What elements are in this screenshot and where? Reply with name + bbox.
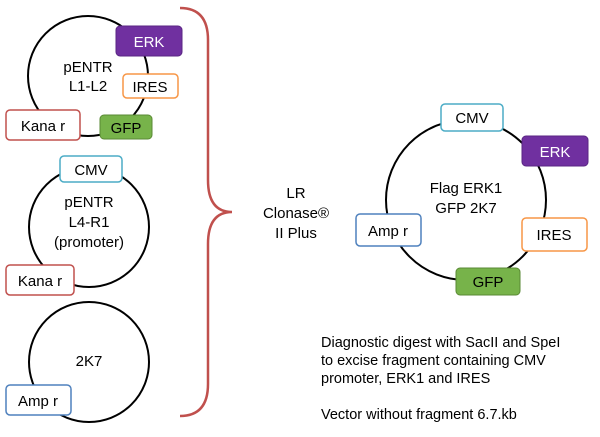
plasmid-name: 2K7 [76, 353, 103, 370]
erk-box [521, 135, 589, 167]
ires-box [521, 217, 588, 252]
plasmid-name-note: (promoter) [54, 234, 124, 251]
kana-box [5, 264, 75, 296]
plasmid-pentr-l4-r1: pENTR L4-R1 (promoter) CMV Kana r [5, 155, 150, 296]
grouping-brace [179, 6, 233, 418]
ires-label: IRES [132, 79, 167, 96]
digest-notes: Diagnostic digest with SacII and SpeI to… [321, 334, 596, 424]
erk-element: ERK [115, 25, 183, 57]
plasmid-name: pENTR [64, 194, 113, 211]
gfp-element: GFP [99, 114, 153, 140]
notes-line: Diagnostic digest with SacII and SpeI [321, 335, 561, 351]
amp-box [355, 213, 422, 247]
cmv-element: CMV [440, 103, 504, 132]
notes-spacer [321, 388, 596, 406]
amp-label: Amp r [18, 393, 58, 410]
gfp-box [99, 114, 153, 140]
erk-label: ERK [134, 34, 165, 51]
erk-box [115, 25, 183, 57]
ires-box [122, 73, 179, 99]
plasmid-name-sub: GFP 2K7 [435, 200, 496, 217]
reaction-line: LR [286, 185, 305, 202]
reaction-line: II Plus [275, 225, 317, 242]
cmv-box [440, 103, 504, 132]
amp-box [5, 384, 72, 416]
cmv-label: CMV [74, 162, 107, 179]
gfp-element: GFP [455, 267, 521, 296]
plasmid-pentr-l1-l2: pENTR L1-L2 ERK IRES GFP Kana r [5, 15, 183, 141]
kana-label: Kana r [21, 118, 65, 135]
plasmid-circle [28, 301, 150, 423]
plasmid-2k7: 2K7 Amp r [5, 301, 150, 423]
plasmid-product: Flag ERK1 GFP 2K7 CMV ERK Amp r IRES GFP [355, 103, 589, 296]
erk-label: ERK [540, 144, 571, 161]
erk-element: ERK [521, 135, 589, 167]
amp-label: Amp r [368, 223, 408, 240]
cmv-label: CMV [455, 110, 488, 127]
cmv-box [59, 155, 123, 183]
reaction-label: LR Clonase® II Plus [263, 185, 329, 242]
kana-box [5, 109, 81, 141]
kana-element: Kana r [5, 264, 75, 296]
amp-element: Amp r [5, 384, 72, 416]
gfp-label: GFP [473, 274, 504, 291]
ires-label: IRES [536, 227, 571, 244]
notes-line: to excise fragment containing CMV [321, 353, 546, 369]
cmv-element: CMV [59, 155, 123, 183]
ires-element: IRES [521, 217, 588, 252]
ires-element: IRES [122, 73, 179, 99]
notes-line: promoter, ERK1 and IRES [321, 371, 491, 387]
plasmid-name: pENTR [63, 59, 112, 76]
kana-label: Kana r [18, 273, 62, 290]
kana-element: Kana r [5, 109, 81, 141]
reaction-line: Clonase® [263, 205, 329, 222]
amp-element: Amp r [355, 213, 422, 247]
gfp-label: GFP [111, 120, 142, 137]
plasmid-name-sub: L4-R1 [69, 214, 110, 231]
gfp-box [455, 267, 521, 296]
notes-line: Vector without fragment 6.7.kb [321, 407, 517, 423]
plasmid-name: Flag ERK1 [430, 180, 503, 197]
plasmid-name-sub: L1-L2 [69, 78, 107, 95]
